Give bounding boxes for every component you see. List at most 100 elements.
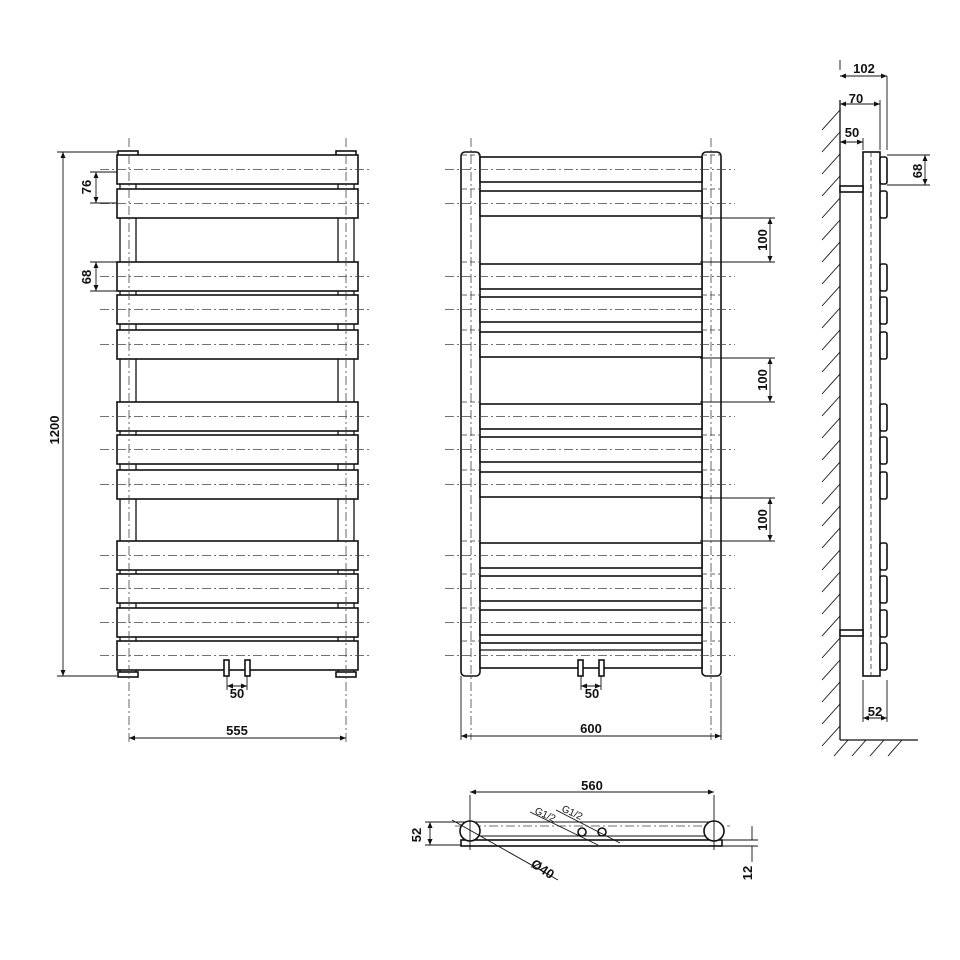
dim-panel-68: 68 xyxy=(79,270,94,284)
floor-hatch xyxy=(851,739,867,757)
arrowhead xyxy=(767,358,773,364)
wall-hatch xyxy=(821,659,841,681)
arrowhead xyxy=(595,683,601,689)
dim-offset-52: 52 xyxy=(868,704,882,719)
dim-height-1200: 1200 xyxy=(47,416,62,445)
arrowhead xyxy=(767,535,773,541)
side-view xyxy=(821,60,930,757)
wall-hatch xyxy=(821,373,841,395)
side-panel xyxy=(879,331,888,360)
arrowhead xyxy=(470,789,476,795)
dim-valve-50-rear: 50 xyxy=(585,686,599,701)
tube-cap xyxy=(117,671,139,678)
arrowhead xyxy=(767,498,773,504)
arrowhead xyxy=(881,715,887,721)
side-panel xyxy=(879,575,888,604)
floor-hatch xyxy=(887,739,903,757)
leader xyxy=(555,809,621,844)
wall-hatch xyxy=(821,329,841,351)
side-tube xyxy=(862,151,881,677)
floor-hatch xyxy=(869,739,885,757)
bottom-view xyxy=(425,789,758,881)
wall-hatch xyxy=(821,109,841,131)
front-view xyxy=(57,138,372,745)
dim-gap-100-3: 100 xyxy=(755,509,770,531)
arrowhead xyxy=(93,285,99,291)
label-connection-right: G1/2 xyxy=(560,804,585,823)
side-panel xyxy=(879,403,888,432)
wall-bracket xyxy=(839,185,864,193)
arrowhead xyxy=(874,101,880,107)
side-panel xyxy=(879,263,888,292)
wall-hatch xyxy=(821,307,841,329)
arrowhead xyxy=(129,735,135,741)
wall-hatch xyxy=(821,241,841,263)
dim-width-600: 600 xyxy=(580,721,602,736)
arrowhead xyxy=(93,172,99,178)
dim-panel-76: 76 xyxy=(79,180,94,194)
arrowhead xyxy=(60,670,66,676)
wall-hatch xyxy=(821,527,841,549)
rear-view xyxy=(445,138,775,740)
arrowhead xyxy=(340,735,346,741)
arrowhead xyxy=(93,197,99,203)
side-panel xyxy=(879,542,888,571)
arrowhead xyxy=(93,262,99,268)
dim-diameter-40: Ø40 xyxy=(528,856,557,882)
arrowhead xyxy=(241,683,247,689)
wall-bracket xyxy=(839,629,864,637)
wall-hatch xyxy=(821,505,841,527)
dim-thickness-12: 12 xyxy=(740,866,755,880)
wall-hatch xyxy=(821,197,841,219)
right-tube xyxy=(701,151,722,677)
side-panel xyxy=(879,156,888,185)
arrowhead xyxy=(427,839,433,845)
wall-hatch xyxy=(821,549,841,571)
arrowhead xyxy=(227,683,233,689)
arrowhead xyxy=(60,152,66,158)
arrowhead xyxy=(767,256,773,262)
wall-hatch xyxy=(821,681,841,703)
wall-hatch xyxy=(821,351,841,373)
arrowhead xyxy=(427,822,433,828)
wall-hatch xyxy=(821,175,841,197)
dim-depth-102: 102 xyxy=(853,61,875,76)
arrowhead xyxy=(840,73,846,79)
wall-hatch xyxy=(821,461,841,483)
valve xyxy=(244,659,251,677)
left-tube xyxy=(460,151,481,677)
dim-gap-100-2: 100 xyxy=(755,369,770,391)
arrowhead xyxy=(767,218,773,224)
wall-hatch xyxy=(821,593,841,615)
arrowhead xyxy=(840,101,846,107)
wall-hatch xyxy=(821,725,841,747)
dim-depth-70: 70 xyxy=(849,91,863,106)
valve xyxy=(577,659,584,677)
arrowhead xyxy=(461,733,467,739)
wall-hatch xyxy=(821,439,841,461)
dim-width-555: 555 xyxy=(226,723,248,738)
arrowhead xyxy=(863,715,869,721)
dim-spacing-560: 560 xyxy=(581,778,603,793)
arrowhead xyxy=(840,139,846,145)
wall-hatch xyxy=(821,571,841,593)
dim-depth-50: 50 xyxy=(845,125,859,140)
valve xyxy=(223,659,230,677)
wall-hatch xyxy=(821,395,841,417)
connection xyxy=(577,827,587,837)
arrowhead xyxy=(922,179,928,185)
side-panel xyxy=(879,642,888,671)
wall-hatch xyxy=(821,285,841,307)
wall-hatch xyxy=(821,483,841,505)
dim-side-panel-68: 68 xyxy=(910,164,925,178)
wall-hatch xyxy=(821,153,841,175)
arrowhead xyxy=(581,683,587,689)
wall-hatch xyxy=(821,637,841,659)
arrowhead xyxy=(708,789,714,795)
wall-hatch xyxy=(821,263,841,285)
valve xyxy=(598,659,605,677)
dim-depth-52: 52 xyxy=(409,828,424,842)
side-panel xyxy=(879,471,888,500)
wall-plate xyxy=(460,839,723,847)
dim-gap-100-1: 100 xyxy=(755,229,770,251)
